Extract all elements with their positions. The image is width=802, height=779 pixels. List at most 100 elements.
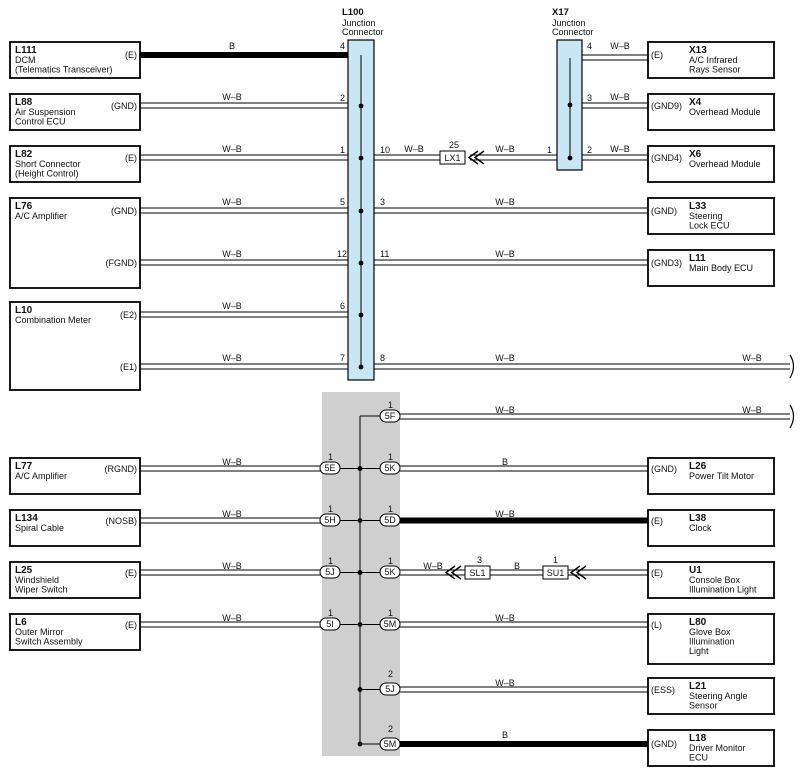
splice-su1: SU1 <box>542 565 587 580</box>
jb-5K-2: 5K <box>379 565 401 579</box>
component-id: L88 <box>15 97 33 108</box>
pin-number: 5 <box>340 197 345 207</box>
pin-number: 12 <box>337 249 347 259</box>
component-name: DCM(Telematics Transceiver) <box>15 55 113 75</box>
component-pin: (GND4) <box>651 153 682 163</box>
wire-label: W–B <box>423 561 443 571</box>
component-name: A/C Amplifier <box>15 211 67 221</box>
wire-label: B <box>502 730 508 740</box>
component-id: L11 <box>689 253 706 264</box>
wire-l11 <box>360 259 648 266</box>
splice-sl1: SL1 <box>444 565 491 580</box>
pin-number: 1 <box>388 504 393 514</box>
svg-text:SL1: SL1 <box>469 568 485 578</box>
junction-dots <box>357 466 363 747</box>
component-pin: (GND9) <box>651 101 682 111</box>
component-id: L10 <box>15 305 33 316</box>
component-pin: (GND) <box>111 206 137 216</box>
component-name: Combination Meter <box>15 315 91 325</box>
svg-text:5E: 5E <box>324 463 335 473</box>
jb-5I: 5I <box>319 617 341 631</box>
component-id: L25 <box>15 565 33 576</box>
component-pin: (NOSB) <box>106 516 138 526</box>
component-id: L134 <box>15 513 38 524</box>
wire-l88 <box>140 102 360 109</box>
pin-number: 1 <box>388 400 393 410</box>
pin-number: 25 <box>449 140 459 150</box>
wire-lx1-x17 <box>470 154 570 161</box>
component-name: Clock <box>689 523 712 533</box>
jb-5H: 5H <box>319 513 341 527</box>
wire-l10-e1 <box>140 363 360 370</box>
component-name: Short Connector(Height Control) <box>15 159 81 179</box>
wire-label: W–B <box>222 301 242 311</box>
component-pin: (FGND) <box>106 258 138 268</box>
wire-label: W–B <box>495 509 515 519</box>
pin-number: 2 <box>388 724 393 734</box>
wire-label: W–B <box>222 353 242 363</box>
pin-number: 1 <box>328 452 333 462</box>
wire-label: W–B <box>610 92 630 102</box>
pin-number: 1 <box>388 452 393 462</box>
wire-label: W–B <box>495 249 515 259</box>
jb-5D: 5D <box>379 513 401 527</box>
pin-number: 1 <box>328 504 333 514</box>
component-id: L76 <box>15 201 33 212</box>
component-pin: (GND3) <box>651 258 682 268</box>
pin-number: 2 <box>587 145 592 155</box>
component-pin: (ESS) <box>651 685 675 695</box>
wire-x6 <box>570 154 648 161</box>
component-id: L38 <box>689 513 707 524</box>
wire-label: W–B <box>495 353 515 363</box>
jb-5J-2: 5J <box>379 682 401 696</box>
component-pin: (E) <box>125 620 137 630</box>
wire-label: W–B <box>495 678 515 688</box>
svg-text:5H: 5H <box>324 515 336 525</box>
jb-5J: 5J <box>319 565 341 579</box>
component-id: X13 <box>689 45 707 56</box>
pin-number: 3 <box>477 555 482 565</box>
jb-5M-2: 5M <box>379 737 401 751</box>
component-pin: (E) <box>125 153 137 163</box>
component-name: A/C Amplifier <box>15 471 67 481</box>
component-pin: (GND) <box>111 101 137 111</box>
pin-number: 8 <box>380 353 385 363</box>
component-boxes: L11 1 DCM(Telematics Transceiver) (E) L88Air… <box>9 41 775 767</box>
wire-l100-cont <box>360 363 790 370</box>
pin-number: 7 <box>340 353 345 363</box>
jb-5M: 5M <box>379 617 401 631</box>
pin-number: 1 <box>388 556 393 566</box>
svg-text:5K: 5K <box>384 463 395 473</box>
component-pin: (E2) <box>120 310 137 320</box>
component-id: U1 <box>689 565 702 576</box>
svg-text:LX1: LX1 <box>444 153 460 163</box>
wire-label: W–B <box>495 144 515 154</box>
x17-id: X17 <box>552 7 569 18</box>
wire-label: W–B <box>742 353 762 363</box>
component-id: L21 <box>689 681 707 692</box>
component-pin: (E) <box>125 50 137 60</box>
svg-text:5F: 5F <box>385 411 396 421</box>
svg-text:5K: 5K <box>384 567 395 577</box>
jb-5K: 5K <box>379 461 401 475</box>
wire-l10-e2 <box>140 311 360 318</box>
wire-label: W–B <box>404 144 424 154</box>
svg-text:5J: 5J <box>385 684 395 694</box>
component-name: Overhead Module <box>689 159 761 169</box>
component-name: Power Tilt Motor <box>689 471 754 481</box>
component-pin: (E) <box>125 568 137 578</box>
